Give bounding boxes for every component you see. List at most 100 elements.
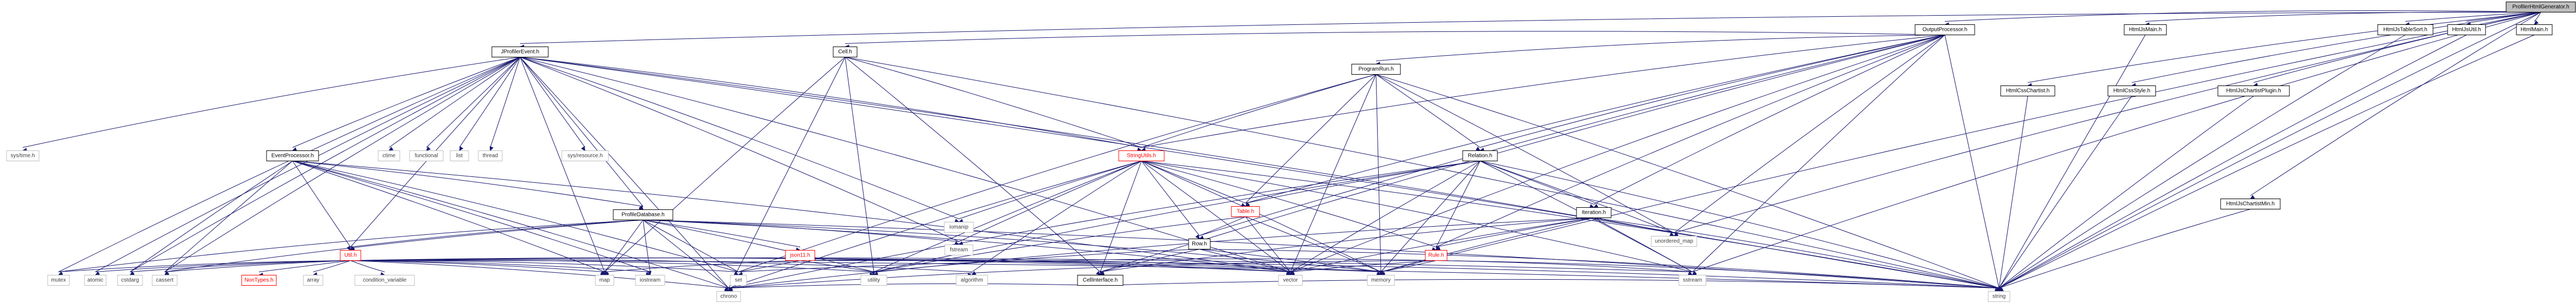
edge-root-to-string	[1998, 12, 2541, 288]
node-profdb[interactable]: ProfileDatabase.h	[613, 209, 673, 220]
node-label: fstream	[950, 247, 968, 253]
node-hjschartplugin[interactable]: HtmlJsChartistPlugin.h	[2217, 85, 2290, 96]
node-hcsschart[interactable]: HtmlCssChartist.h	[2000, 85, 2055, 96]
edge-relation-to-vector	[1290, 161, 1481, 272]
edge-jpe-to-list	[459, 57, 521, 148]
edge-strutils-to-vector	[1141, 161, 1291, 272]
edge-progrun-to-unordered_map	[1375, 74, 1675, 233]
edge-json11-to-vector	[800, 260, 1291, 272]
node-label: sstream	[1683, 278, 1702, 284]
node-hjsutil[interactable]: HtmlJsUtil.h	[2447, 24, 2486, 35]
edge-relation-to-string	[1480, 161, 2000, 288]
node-utility: utility	[860, 275, 887, 286]
node-op[interactable]: OutputProcessor.h	[1915, 24, 1975, 35]
edge-json11-to-string	[800, 260, 2000, 288]
edge-arrowhead-cell-to-cellif	[1095, 271, 1101, 276]
node-hjsmain[interactable]: HtmlJsMain.h	[2124, 24, 2167, 35]
node-box	[956, 275, 988, 286]
node-label: HtmlJsUtil.h	[2452, 27, 2481, 33]
node-hmain[interactable]: HtmlMain.h	[2516, 24, 2553, 35]
edges-layer	[22, 10, 2541, 293]
node-iteration[interactable]: Iteration.h	[1576, 207, 1612, 218]
edge-json11-to-utility	[800, 260, 874, 272]
node-box	[1278, 275, 1303, 286]
node-progrun[interactable]: ProgramRun.h	[1351, 64, 1401, 75]
node-box	[716, 291, 741, 302]
node-box	[491, 47, 549, 57]
edge-op-to-iteration	[1593, 35, 1945, 205]
node-rule[interactable]: Rule.h	[1425, 250, 1448, 261]
node-strutils[interactable]: StringUtils.h	[1118, 150, 1165, 161]
edge-arrowhead-relation-to-iteration	[1589, 204, 1595, 208]
edge-strutils-to-fstream	[958, 161, 1142, 242]
node-box	[635, 275, 665, 286]
edge-profdb-to-chrono	[643, 220, 729, 288]
edge-root-to-unordered_map	[1673, 12, 2541, 233]
edge-arrowhead-op-to-iteration	[1593, 203, 1599, 208]
edge-iteration-to-cellif	[1100, 218, 1594, 272]
node-label: CellInterface.h	[1083, 278, 1118, 284]
edge-cell-to-chrono	[728, 57, 846, 288]
edge-cell-to-utility	[845, 57, 874, 272]
node-json11[interactable]: json11.h	[785, 250, 815, 261]
edge-profdb-to-utility	[643, 220, 874, 272]
edge-profdb-to-cassert	[164, 220, 644, 272]
node-label: StringUtils.h	[1127, 153, 1156, 159]
node-label: HtmlCssStyle.h	[2113, 88, 2150, 94]
edge-op-to-table	[1245, 35, 1945, 203]
edge-strutils-to-cellif	[1100, 161, 1142, 272]
node-label: functional	[415, 153, 438, 159]
edge-arrowhead-root-to-hmain	[2534, 20, 2539, 25]
node-cell[interactable]: Cell.h	[833, 47, 858, 57]
node-table[interactable]: Table.h	[1231, 206, 1260, 217]
node-box	[6, 150, 40, 161]
node-nontypes[interactable]: NonTypes.h	[241, 275, 277, 286]
node-util[interactable]: Util.h	[340, 250, 361, 261]
edge-arrowhead-jpe-to-functional	[426, 146, 431, 152]
node-label: EventProcessor.h	[271, 153, 314, 159]
node-hjschartmin[interactable]: HtmlJsChartistMin.h	[2220, 199, 2281, 209]
node-relation[interactable]: Relation.h	[1462, 150, 1498, 161]
node-label: ProgramRun.h	[1358, 67, 1393, 73]
node-box	[2516, 24, 2553, 35]
edge-util-to-iostream	[350, 260, 651, 272]
node-evproc[interactable]: EventProcessor.h	[266, 150, 319, 161]
edge-op-to-row	[1199, 35, 1945, 236]
edge-rule-to-sstream	[1436, 260, 1693, 272]
edge-op-to-strutils	[1141, 35, 1945, 148]
node-label: utility	[868, 278, 880, 284]
node-hjstsort[interactable]: HtmlJsTableSort.h	[2377, 24, 2434, 35]
node-box	[944, 222, 974, 233]
node-row[interactable]: Row.h	[1188, 239, 1211, 249]
edge-progrun-to-set	[738, 74, 1377, 272]
node-cellif[interactable]: CellInterface.h	[1077, 275, 1124, 286]
edge-arrowhead-jpe-to-sysres	[581, 146, 586, 152]
node-label: OutputProcessor.h	[1923, 27, 1968, 33]
edge-cell-to-strutils	[845, 57, 1142, 148]
edge-root-to-jpe	[520, 12, 2541, 44]
node-map: map	[595, 275, 614, 286]
edge-profdb-to-set	[643, 220, 739, 272]
node-box	[2506, 2, 2576, 12]
edge-util-to-string	[350, 260, 2000, 288]
edge-strutils-to-rule	[1141, 161, 1437, 247]
edge-jpe-to-chrono	[520, 57, 729, 288]
node-label: Cell.h	[838, 49, 852, 55]
edge-rule-to-vector	[1290, 260, 1437, 272]
edge-arrowhead-progrun-to-relation	[1475, 147, 1481, 152]
edge-row-to-utility	[873, 249, 1200, 272]
node-jpe[interactable]: JProfilerEvent.h	[491, 47, 549, 57]
node-box	[266, 150, 319, 161]
edge-jpe-to-ctime	[388, 57, 521, 148]
node-thread: thread	[478, 150, 503, 161]
edge-strutils-to-chrono	[728, 161, 1142, 288]
edge-util-to-utility	[350, 259, 874, 272]
edge-cell-to-map	[604, 57, 846, 272]
edge-json11-to-map	[604, 260, 801, 272]
node-box	[1915, 24, 1975, 35]
node-chrono: chrono	[716, 291, 741, 302]
node-set: set	[730, 275, 747, 286]
node-label: atomic	[87, 278, 103, 284]
node-box	[1651, 236, 1697, 247]
node-hcssstyle[interactable]: HtmlCssStyle.h	[2107, 85, 2156, 96]
